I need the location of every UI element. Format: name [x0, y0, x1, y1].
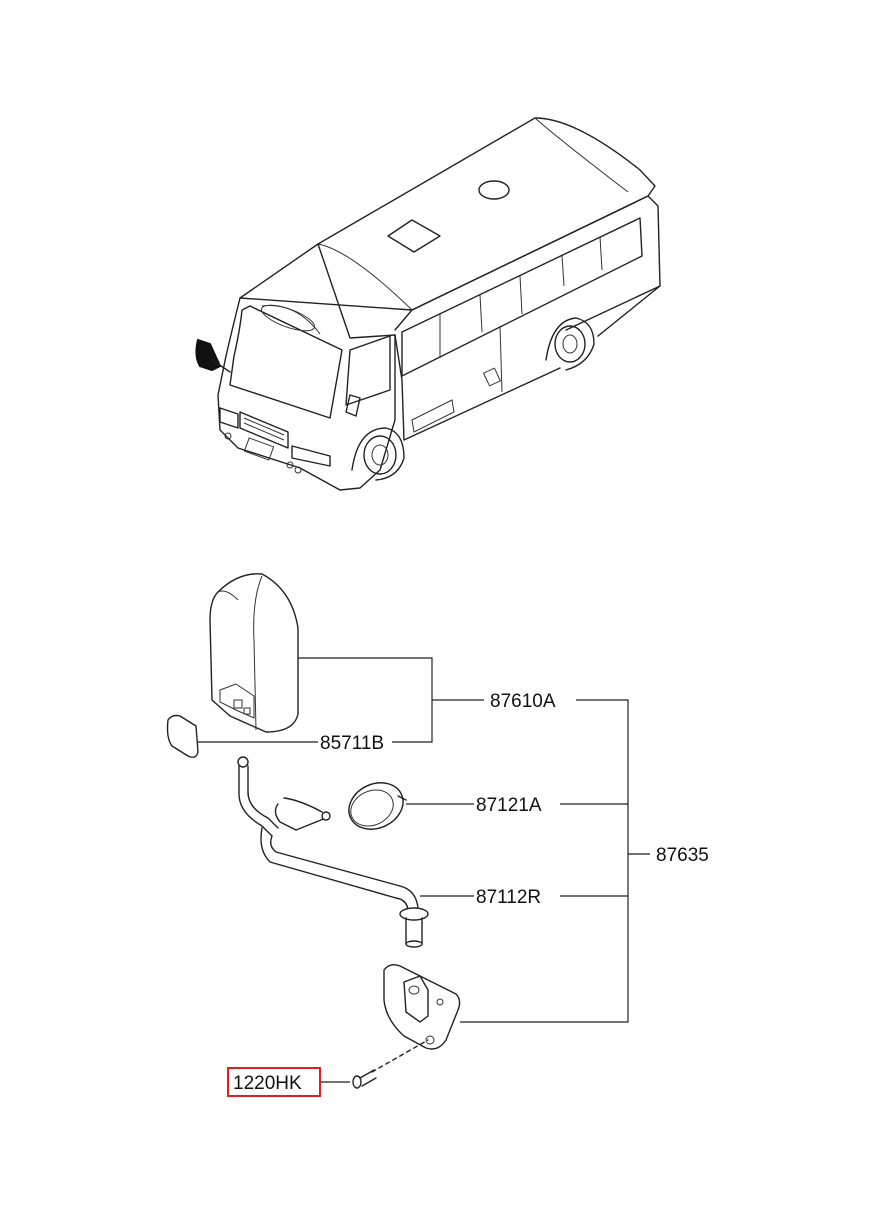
label-87121a: 87121A [476, 795, 542, 816]
mirror-housing-part [209, 573, 299, 733]
mirror-glass-part [166, 714, 199, 759]
label-87610a: 87610A [490, 691, 556, 712]
bolt-part [352, 1039, 429, 1089]
leader-lines [198, 657, 650, 1083]
label-85711b: 85711B [320, 733, 384, 754]
label-87635: 87635 [656, 845, 709, 866]
bus-mirror-highlight [195, 338, 222, 372]
stay-arm-part [237, 756, 429, 948]
bracket-part [383, 963, 461, 1050]
label-1220hk[interactable]: 1220HK [233, 1073, 302, 1094]
bus-illustration [195, 117, 661, 491]
round-mirror-part [348, 782, 407, 830]
highlight-box [227, 1067, 321, 1097]
label-87112r: 87112R [476, 887, 541, 908]
